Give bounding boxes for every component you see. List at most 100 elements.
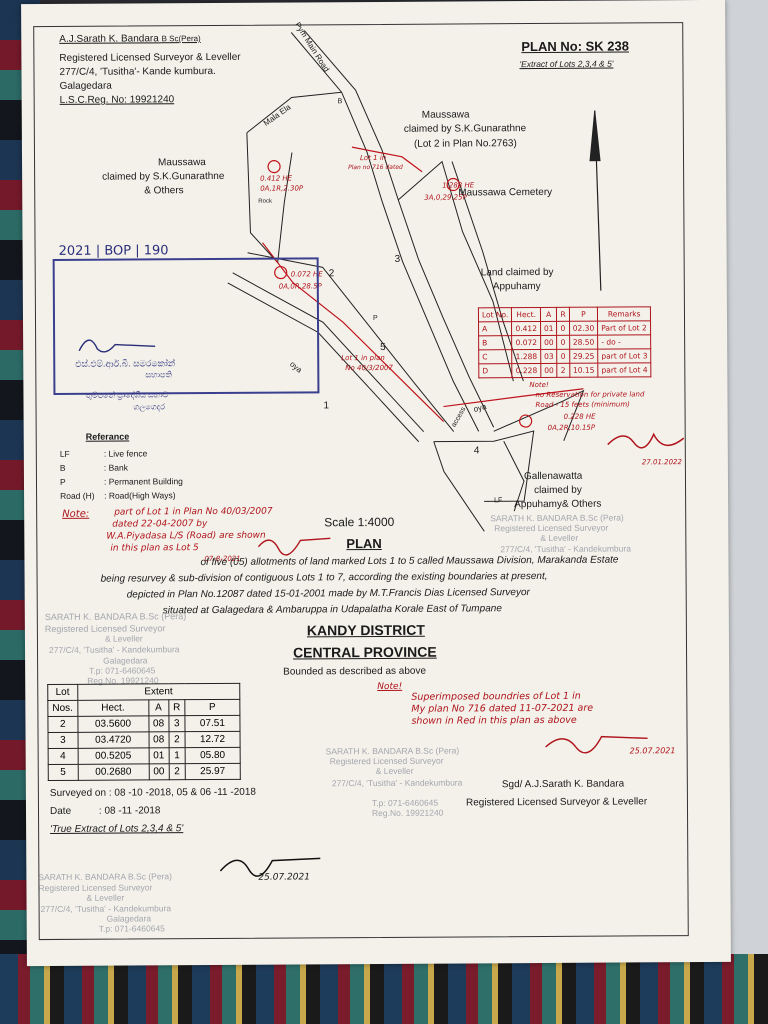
note-a-extent: 0A,1R,2.30P [260,184,304,193]
table-cell: 02.30 [569,321,598,336]
stamp-bottom-city: Galagedara [106,913,152,924]
lot2-plan-label: (Lot 2 in Plan No.2763) [413,138,517,150]
reference-val-lf: : Live fence [103,448,148,459]
note-d-extent: 0A,2R,10.15P [547,423,596,432]
table-cell: 3 [48,732,78,749]
note-left-line1: part of Lot 1 in Plan No 40/03/2007 [114,506,273,518]
note-left-line2: dated 22-04-2007 by [112,519,208,530]
note-c-hect: 1.288 HE [442,181,475,190]
table-cell: part of Lot 3 [597,348,652,364]
table-cell: 08 [148,731,169,748]
note-c-extent: 3A,0,29.25P [424,193,467,202]
maussawa-left-label: Maussawa [158,157,206,169]
north-arrow-head [589,110,601,162]
table-cell: 0.072 [512,335,541,350]
table-cell: 0 [557,335,570,350]
table-cell: 2 [47,716,78,733]
table-cell: 0.412 [511,321,541,336]
note-a-hect: 0.412 HE [260,174,293,183]
table-cell: 10.15 [569,363,599,378]
table-cell: 00.5205 [77,747,149,765]
stamp-bottom-title: Registered Licensed Surveyor [38,882,153,894]
table-cell: 05.80 [185,747,241,764]
stamp-right-addr: 277/C/4, 'Tusitha' - Kandekumbura [500,543,631,555]
table-cell: 00.2680 [77,763,149,781]
table-cell: 00 [540,363,558,378]
note-right-line1: Superimposed boundries of Lot 1 in [411,690,581,703]
lot-5-number: 5 [380,341,386,353]
note-lot1-plan: Lot 1 in plan [341,353,385,363]
stamp-right-title: Registered Licensed Surveyor [494,522,609,534]
table-cell: 29.25 [569,349,598,364]
survey-map [227,30,602,532]
description-line-1: of five (05) allotments of land marked L… [200,554,619,569]
note-lot1-plan-no: No 40/3/2007 [345,363,393,373]
extent-header-top: Lot Extent [47,683,240,701]
rock-label: Rock [258,198,272,205]
extent-head-a: A [148,699,169,716]
extent-head-r: R [168,699,185,716]
survey-plan-sheet: A.J.Sarath K. Bandara B Sc(Pera) Registe… [21,0,731,967]
note-d-hect: 0.228 HE [563,412,596,421]
lot-2-number: 2 [328,268,335,280]
table-cell: 03.5600 [77,715,149,733]
table-cell: 2 [168,763,186,780]
remarks-head-hect: Hect. [511,307,541,322]
claimed-by-label: claimed by [534,484,582,497]
reference-val-b: : Bank [103,462,129,473]
table-cell: C [478,349,513,364]
stamp-left-tel: T.p: 071-6460645 [89,665,156,676]
note-road-label: Note! [529,380,549,390]
lot-4-number: 4 [473,445,480,457]
blue-signature [78,339,156,353]
remarks-head-lot: Lot No. [478,307,512,322]
table-cell: 01 [148,747,169,764]
note-lot1-in: Lot 1 in [359,153,387,163]
signed-title: Registered Licensed Surveyor & Leveller [465,796,648,809]
table-cell: 03.4720 [77,731,149,749]
lot-1-number: 1 [323,400,330,412]
remarks-header-row: Lot No. Hect. A R P Remarks [478,306,651,322]
lot-4-boundary [433,430,535,502]
red-lot1-line [351,146,423,173]
note-right-label: Note! [377,681,403,692]
table-cell: 1 [168,747,186,764]
mala-ela-stream [246,91,342,134]
bounded-text: Bounded as described as above [283,665,427,678]
building-label: P [372,314,378,323]
bottom-signature-date: 25.07.2021 [258,872,310,883]
red-marker-c [446,177,460,192]
stamp-bottom-addr: 277/C/4, 'Tusitha' - Kandekumbura [40,903,172,915]
stamp-mid-title2: & Leveller [375,765,414,777]
remarks-head-a: A [540,307,557,322]
table-cell: 0 [557,349,570,364]
table-cell: D [478,363,513,378]
extent-header-row: Nos. Hect. A R P [47,699,240,717]
table-cell: 2 [557,363,570,378]
stamp-left-addr: 277/C/4, 'Tusitha' - Kandekumbura [48,644,180,656]
surveyed-on: Surveyed on : 08 -10 -2018, 05 & 06 -11 … [49,786,256,799]
stamp-right-title2: & Leveller [540,532,579,543]
stamp-bottom-title2: & Leveller [86,892,125,903]
stamp-mid-tel: T.p: 071-6460645 [371,797,439,809]
table-cell: part of Lot 4 [597,362,652,378]
red-road-line [443,388,584,408]
stamp-line-city: ගලගෙදර [133,402,165,412]
table-cell: 08 [148,715,169,732]
note-right-line2: My plan No 716 dated 11-07-2021 are [411,702,594,715]
stamp-line-council: තුම්පනේ ප්‍රාදේශීය සභාව [85,390,169,400]
bank-label: B [337,98,343,106]
reference-heading: Referance [85,431,130,442]
stamp-line-chairman: සභාපති [145,370,172,380]
gallenawatta-label: Gallenawatta [523,470,583,483]
reference-key-b: B [59,462,66,473]
description-line-4: situated at Galagedara & Ambaruppa in Ud… [162,603,502,617]
stamp-bottom-name: SARATH K. BANDARA B.Sc (Pera) [38,871,172,883]
table-cell: 03 [540,349,558,364]
table-cell: - do - [597,334,651,350]
table-cell: 00 [540,335,558,350]
table-cell: 12.72 [184,731,241,748]
